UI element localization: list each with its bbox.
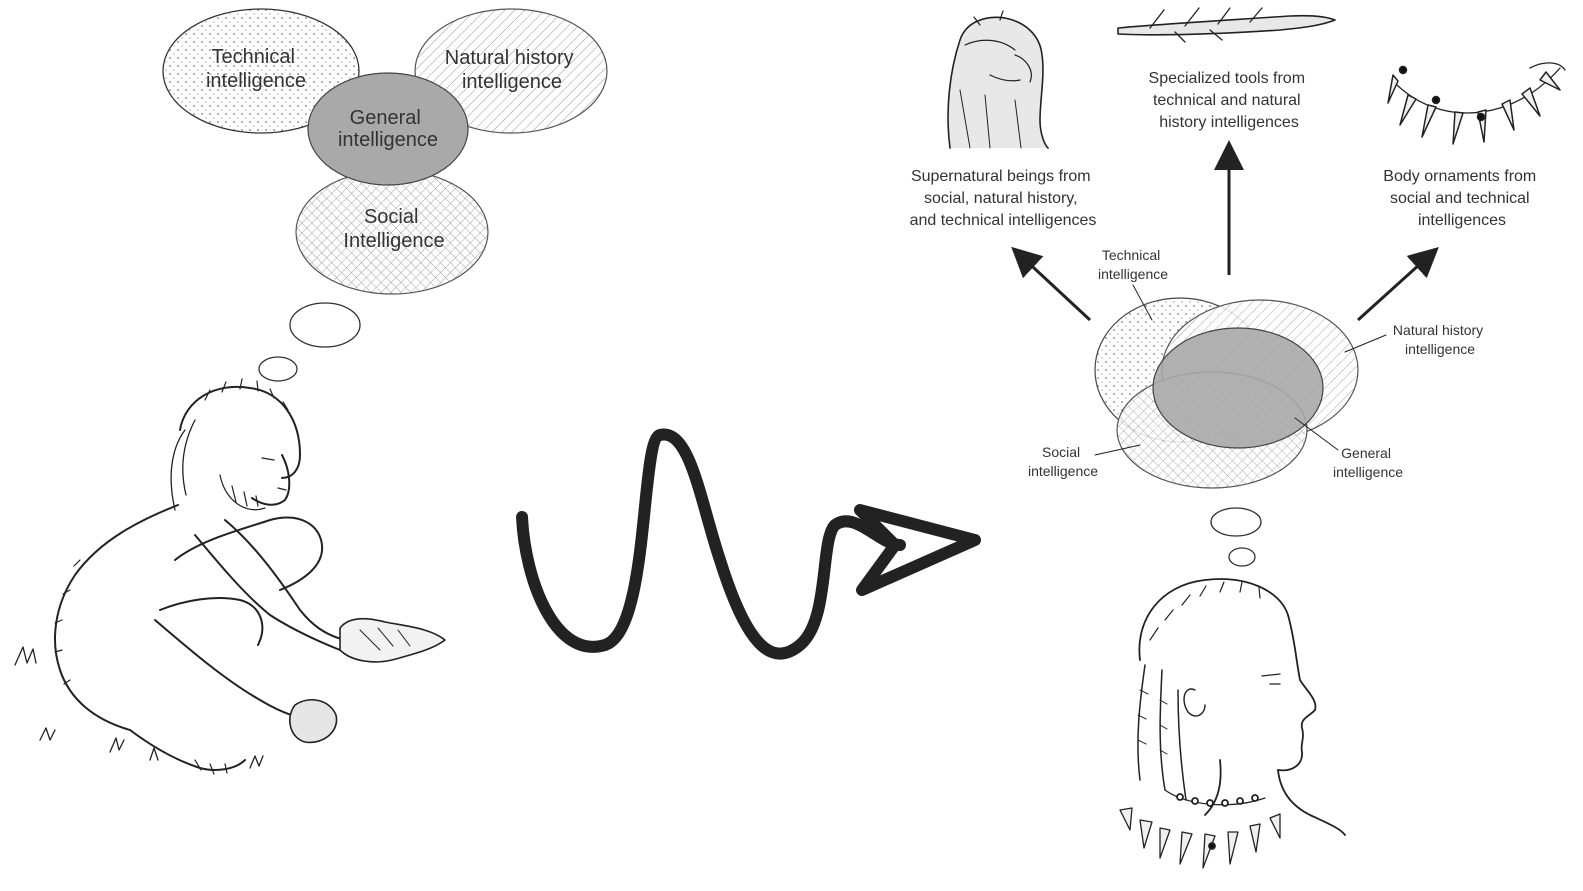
right-social-label: Social intelligence: [1028, 444, 1098, 479]
left-general-label: General intelligence: [338, 107, 438, 151]
body-ornaments-label: Body ornaments from social and technical…: [1383, 168, 1540, 229]
right-bubble-tail-large: [1211, 508, 1261, 536]
right-thought-bubble: Technical intelligence Natural history i…: [1028, 247, 1487, 566]
left-bubble-tail-large: [290, 303, 360, 347]
arrow-to-supernatural: [1020, 255, 1090, 320]
left-thought-bubble: Technical intelligence Natural history i…: [163, 9, 607, 381]
tooth-necklace-icon: [1388, 63, 1565, 144]
lion-man-figurine-icon: [948, 11, 1048, 148]
right-general-label: General intelligence: [1333, 445, 1403, 480]
right-technical-label: Technical intelligence: [1098, 247, 1168, 282]
right-general-ellipse: [1153, 328, 1323, 448]
arrow-to-ornaments: [1358, 255, 1430, 320]
modern-human-icon: [1120, 579, 1345, 868]
left-bubble-tail-small: [259, 357, 297, 381]
squiggle-arrow-icon: [522, 435, 975, 654]
right-bubble-tail-small: [1229, 548, 1255, 566]
archaic-human-icon: [15, 379, 445, 774]
supernatural-beings-label: Supernatural beings from social, natural…: [910, 168, 1097, 229]
right-natural-history-label: Natural history intelligence: [1393, 322, 1487, 357]
harpoon-tool-icon: [1118, 8, 1335, 42]
specialized-tools-label: Specialized tools from technical and nat…: [1149, 70, 1310, 131]
